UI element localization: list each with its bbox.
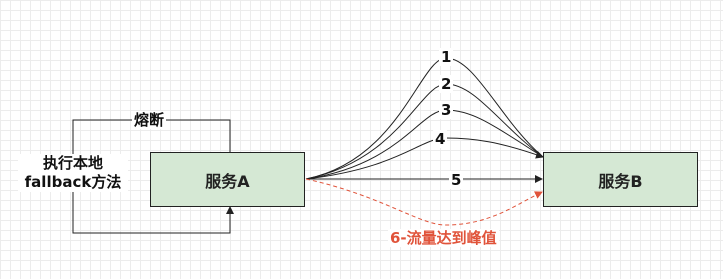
fallback-label-line1: 执行本地 — [42, 154, 103, 172]
fallback-label-line2: fallback方法 — [24, 173, 122, 191]
request-label-5: 5 — [449, 171, 464, 189]
request-label-6-peak: 6-流量达到峰值 — [388, 229, 499, 247]
service-a-node[interactable]: 服务A — [150, 152, 305, 207]
service-b-label: 服务B — [598, 171, 643, 191]
request-label-3: 3 — [439, 101, 454, 119]
circuit-breaker-label: 熔断 — [132, 111, 167, 129]
request-curve-3 — [305, 109, 544, 180]
request-label-4: 4 — [433, 130, 448, 148]
request-curve-2 — [305, 83, 544, 180]
request-label-1: 1 — [439, 48, 454, 66]
service-b-node[interactable]: 服务B — [543, 152, 698, 207]
request-label-2: 2 — [439, 75, 454, 93]
request-line-6-peak — [305, 178, 543, 226]
fallback-label: 执行本地 fallback方法 — [18, 154, 128, 192]
service-a-label: 服务A — [205, 171, 250, 191]
request-curve-1 — [305, 57, 544, 180]
request-curve-4 — [305, 137, 544, 180]
